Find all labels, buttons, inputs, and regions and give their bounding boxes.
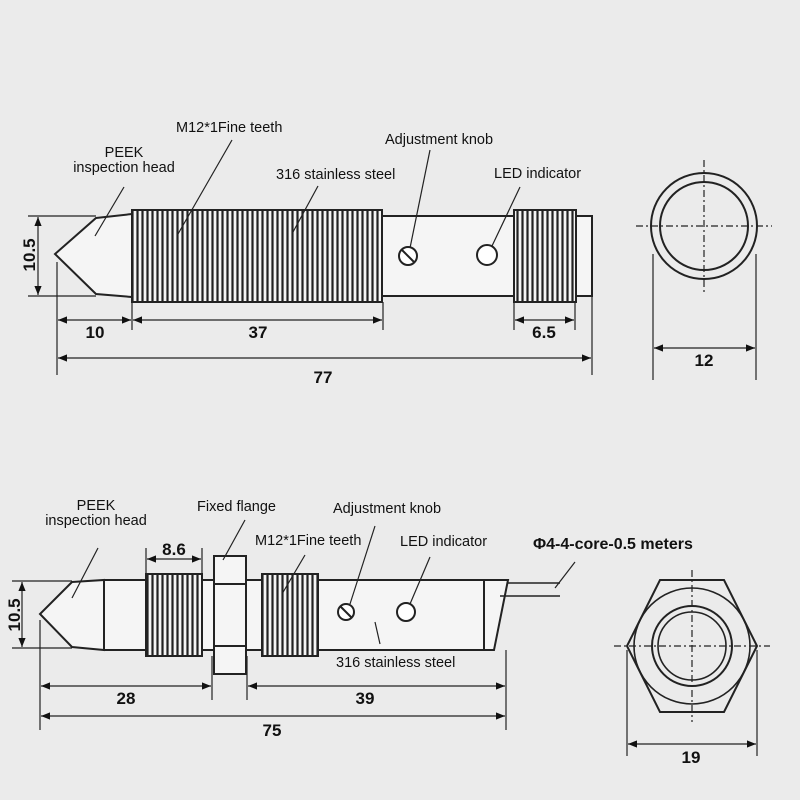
top-front-thread [131,209,383,303]
top-peek-label-line1: PEEK [104,145,144,161]
bottom-flange [213,555,247,675]
bottom-peek-label: PEEK inspection head [34,498,158,530]
top-steel-label: 316 stainless steel [276,167,396,183]
bottom-cable [500,582,560,597]
top-dim-diameter: 12 [694,351,714,370]
top-dim-thread: 37 [248,323,268,342]
bottom-peek-head [38,578,105,652]
bottom-rear-cap [483,579,510,651]
top-knob-label: Adjustment knob [385,132,494,148]
bottom-thread-label: M12*1Fine teeth [255,533,362,549]
top-sensor-body [53,209,593,303]
bottom-dim-hex: 19 [681,748,701,767]
top-led [476,244,498,266]
top-peek-head [53,212,133,299]
top-rear-thread [513,209,577,303]
top-dim-height: 10.5 [20,238,40,272]
top-leaders [94,139,521,249]
bottom-end-view [614,570,770,756]
bottom-sensor-body [38,555,510,675]
top-dim-total: 77 [313,368,333,387]
bottom-dim-total: 75 [262,721,282,740]
bottom-dim-height: 10.5 [5,598,25,632]
top-peek-label: PEEK inspection head [62,145,186,177]
bottom-rear-thread [261,573,319,657]
bottom-dim-body: 39 [355,689,375,708]
bottom-led [396,602,416,622]
bottom-front-thread [145,573,203,657]
bottom-led-label: LED indicator [400,534,488,550]
bottom-dim-thread-width: 8.6 [162,540,186,559]
bottom-leaders [71,519,576,645]
top-dimensions [28,215,593,375]
bottom-flange-label: Fixed flange [197,499,276,515]
bottom-peek-label-line2: inspection head [45,513,147,530]
bottom-knob-label: Adjustment knob [333,501,442,517]
bottom-dimensions [12,548,507,730]
top-thread-label: M12*1Fine teeth [176,120,283,136]
top-peek-label-line2: inspection head [73,160,175,177]
bottom-dim-head: 28 [116,689,136,708]
top-dim-rear-thread: 6.5 [532,323,556,342]
top-end-view [636,160,772,380]
bottom-cable-label: Φ4-4-core-0.5 meters [533,536,693,553]
bottom-peek-label-line1: PEEK [76,498,116,514]
top-led-label: LED indicator [494,166,582,182]
top-dim-head: 10 [85,323,105,342]
bottom-steel-label: 316 stainless steel [336,655,456,671]
